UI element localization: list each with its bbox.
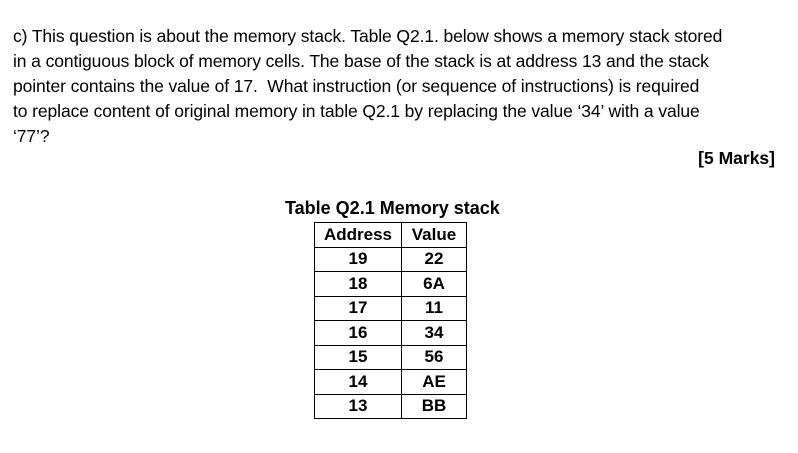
question-line: to replace content of original memory in…	[13, 101, 700, 121]
value-cell: 34	[401, 320, 467, 346]
address-cell: 14	[314, 369, 402, 395]
value-column-header: Value	[401, 222, 467, 248]
address-cell: 13	[314, 393, 402, 419]
table-row: 19 22	[314, 246, 467, 272]
question-text: c) This question is about the memory sta…	[13, 24, 785, 149]
question-line: pointer contains the value of 17. What i…	[13, 76, 700, 96]
table-row: 13 BB	[314, 393, 467, 419]
table-row: 14 AE	[314, 369, 467, 395]
address-cell: 17	[314, 295, 402, 321]
value-cell: 56	[401, 344, 467, 370]
value-cell: AE	[401, 369, 467, 395]
table-row: 18 6A	[314, 271, 467, 297]
marks-label: [5 Marks]	[698, 148, 775, 168]
table-row: 17 11	[314, 295, 467, 321]
value-cell: 11	[401, 295, 467, 321]
address-cell: 16	[314, 320, 402, 346]
table-row: 15 56	[314, 344, 467, 370]
question-line: ‘77’?	[13, 126, 50, 146]
address-cell: 15	[314, 344, 402, 370]
table-row: 16 34	[314, 320, 467, 346]
address-column-header: Address	[314, 222, 402, 248]
value-cell: 6A	[401, 271, 467, 297]
address-cell: 19	[314, 246, 402, 272]
question-line: c) This question is about the memory sta…	[13, 26, 723, 46]
question-line: in a contiguous block of memory cells. T…	[13, 51, 709, 71]
value-cell: BB	[401, 393, 467, 419]
value-cell: 22	[401, 246, 467, 272]
table-header-row: Address Value	[314, 222, 467, 248]
address-cell: 18	[314, 271, 402, 297]
memory-stack-table: Address Value 19 22 18 6A 17 11 16 34 15…	[314, 222, 467, 419]
table-title: Table Q2.1 Memory stack	[285, 198, 500, 218]
